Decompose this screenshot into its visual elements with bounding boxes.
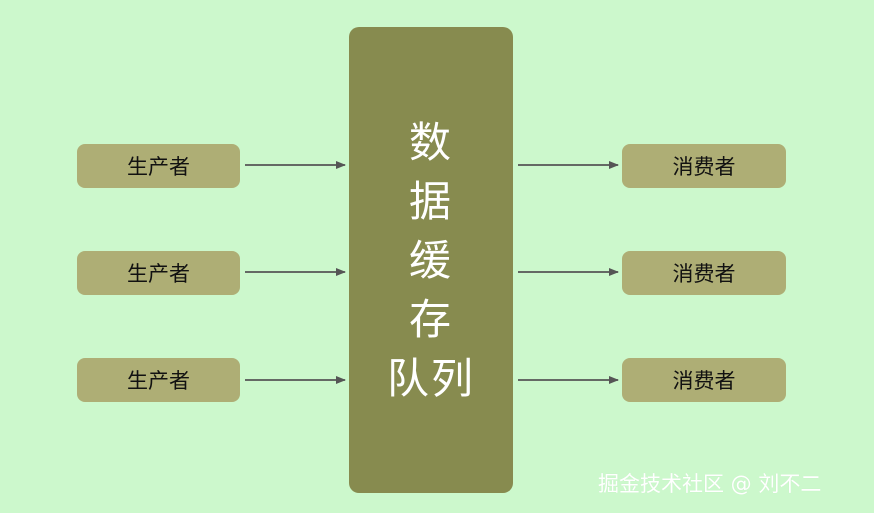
consumer-label: 消费者: [672, 155, 736, 179]
queue-label-line: 缓: [408, 235, 453, 285]
consumer-node: 消费者: [622, 251, 786, 295]
watermark: 掘金技术社区 @ 刘不二: [598, 472, 822, 496]
consumer-label: 消费者: [672, 262, 736, 286]
queue-label-line: 数: [408, 117, 453, 167]
producer-label: 生产者: [127, 369, 190, 393]
queue-label-line: 队列: [386, 353, 475, 403]
queue-label-line: 存: [408, 294, 453, 344]
producer-label: 生产者: [127, 262, 190, 286]
queue-label-line: 据: [408, 176, 453, 226]
producer-label: 生产者: [127, 155, 190, 179]
producer-node: 生产者: [77, 144, 240, 188]
consumer-node: 消费者: [622, 358, 786, 402]
producer-node: 生产者: [77, 358, 240, 402]
consumer-node: 消费者: [622, 144, 786, 188]
data-buffer-queue: 数 据 缓 存 队列: [349, 27, 513, 493]
consumer-label: 消费者: [672, 369, 736, 393]
producer-node: 生产者: [77, 251, 240, 295]
